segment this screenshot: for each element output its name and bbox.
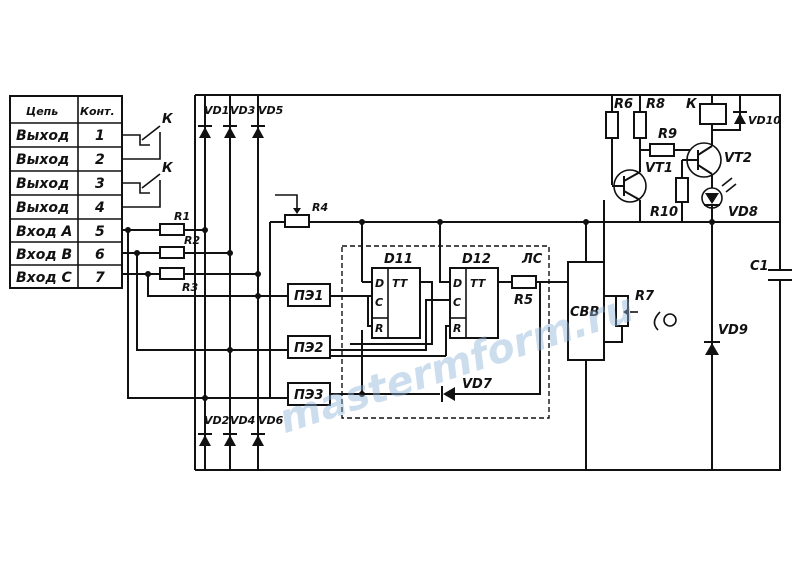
diode-vd5 (251, 125, 265, 138)
diode-vd4 (223, 433, 237, 446)
label-ls: ЛС (521, 252, 543, 267)
table-header-circuit: Цепь (26, 105, 58, 118)
label-r9: R9 (658, 127, 677, 142)
table-row-contact: 2 (95, 152, 105, 168)
output-stage: R6 R8 VT1 R9 VT2 (605, 95, 781, 222)
adjust-knob-icon (653, 311, 677, 331)
label-vd4: VD4 (230, 414, 255, 427)
pin-c: C (375, 296, 383, 309)
label-r1: R1 (174, 210, 190, 223)
relay-coil-k (699, 95, 727, 146)
pin-d: D (453, 277, 462, 290)
table-row-name: Вход С (16, 270, 73, 286)
relay-contact-label: К (162, 161, 174, 176)
connection-table: Цепь Конт. Выход 1 Выход 2 Выход 3 Выход… (9, 95, 123, 289)
led-vd8 (701, 177, 737, 222)
transistor-vt2 (681, 126, 722, 188)
label-vd9: VD9 (718, 323, 748, 338)
label-vd5: VD5 (258, 104, 284, 117)
table-row-name: Выход (16, 176, 69, 192)
diode-vd10 (712, 95, 747, 131)
label-r8: R8 (646, 97, 665, 112)
diode-vd3 (223, 125, 237, 138)
power-rails (194, 94, 781, 471)
label-vd8: VD8 (728, 205, 758, 220)
label-svv: СВВ (570, 305, 599, 320)
table-header-contact: Конт. (80, 105, 115, 118)
label-r3: R3 (182, 281, 198, 294)
label-vd10: VD10 (748, 114, 781, 127)
pin-d: D (375, 277, 384, 290)
logic-block: D11 D C R TT D12 D C R TT R5 ЛС (330, 222, 568, 419)
label-d12: D12 (462, 252, 491, 267)
vd9-c1: VD9 C1 (704, 222, 792, 470)
table-row-name: Выход (16, 200, 69, 216)
label-d11: D11 (384, 252, 413, 267)
label-r7: R7 (635, 289, 655, 304)
label-r4: R4 (312, 201, 328, 214)
pin-r: R (375, 322, 383, 335)
label-vd3: VD3 (230, 104, 256, 117)
label-relay-k: К (686, 97, 698, 112)
label-vt2: VT2 (724, 151, 752, 166)
relay-contact-label: К (162, 112, 174, 127)
table-row-name: Выход (16, 152, 69, 168)
label-r10: R10 (650, 205, 678, 220)
label-c1: C1 (750, 259, 769, 274)
diode-vd6 (251, 433, 265, 446)
table-row-contact: 4 (94, 200, 105, 216)
label-pe1: ПЭ1 (294, 289, 323, 304)
transistor-vt1 (612, 150, 647, 222)
table-row-contact: 3 (95, 176, 105, 192)
label-vd6: VD6 (258, 414, 284, 427)
pin-c: C (453, 296, 461, 309)
svv-block: СВВ R7 (567, 200, 677, 470)
diode-bridge: VD1 VD3 VD5 VD2 VD4 VD6 (198, 104, 284, 446)
label-vd7: VD7 (462, 377, 493, 392)
table-row-contact: 1 (95, 128, 105, 144)
label-pe3: ПЭ3 (294, 388, 323, 403)
pin-r: R (453, 322, 461, 335)
relay-contacts: К К (122, 112, 174, 208)
label-vd1: VD1 (204, 104, 229, 117)
diode-vd1 (198, 125, 212, 138)
label-r2: R2 (184, 234, 200, 247)
label-r6: R6 (614, 97, 633, 112)
label-pe2: ПЭ2 (294, 341, 323, 356)
table-row-name: Вход В (16, 247, 72, 263)
label-r5: R5 (514, 293, 533, 308)
table-row-contact: 6 (95, 247, 105, 263)
diode-vd2 (198, 433, 212, 446)
r4-section: R4 (269, 194, 780, 398)
input-lines: R1 R2 R3 (122, 210, 290, 399)
label-vt1: VT1 (645, 161, 673, 176)
table-row-contact: 7 (95, 270, 105, 286)
pin-tt: TT (470, 277, 487, 290)
sensor-elements: ПЭ1 ПЭ2 ПЭ3 (202, 283, 331, 406)
table-row-contact: 5 (95, 224, 105, 240)
table-row-name: Выход (16, 128, 69, 144)
pin-tt: TT (392, 277, 409, 290)
label-vd2: VD2 (204, 414, 230, 427)
table-row-name: Вход А (16, 224, 72, 240)
